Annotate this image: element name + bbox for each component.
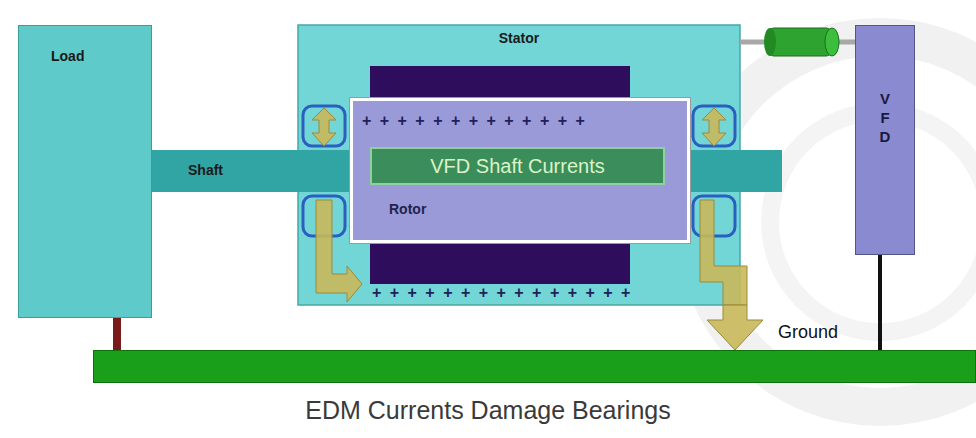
shaft-band: Shaft xyxy=(152,150,298,192)
figure-caption: EDM Currents Damage Bearings xyxy=(305,396,670,425)
charge-signs: + + + + + + + + + + + + + xyxy=(362,112,587,130)
bearing xyxy=(693,106,735,146)
wire xyxy=(113,318,121,350)
node-label: Stator xyxy=(499,30,539,46)
vfd-box: VFD xyxy=(855,25,915,255)
current-arrow xyxy=(312,108,336,146)
node-label: Rotor xyxy=(389,201,426,217)
cable-cylinder xyxy=(768,28,832,56)
node-label: Ground xyxy=(778,322,838,343)
cable-cylinder-end xyxy=(825,28,839,56)
current-label-box: VFD Shaft Currents xyxy=(370,147,665,185)
current-arrow xyxy=(707,305,763,350)
cable-cylinder-end xyxy=(764,28,776,56)
node-label: VFD Shaft Currents xyxy=(430,155,605,178)
bearing xyxy=(303,106,345,146)
stator-box: VFD Shaft CurrentsRotor Stator xyxy=(298,25,740,305)
ground-bar: Ground xyxy=(93,350,976,383)
stator-housing xyxy=(298,25,740,305)
current-arrow xyxy=(700,200,747,305)
node-label: Load xyxy=(51,48,84,64)
load-box: Load xyxy=(18,25,152,318)
charge-signs: + + + + + + + + + + + + + + + xyxy=(372,284,632,302)
current-arrow xyxy=(702,108,726,146)
node-label: Shaft xyxy=(188,162,223,178)
node-label: VFD xyxy=(878,90,893,146)
wire xyxy=(878,255,882,350)
